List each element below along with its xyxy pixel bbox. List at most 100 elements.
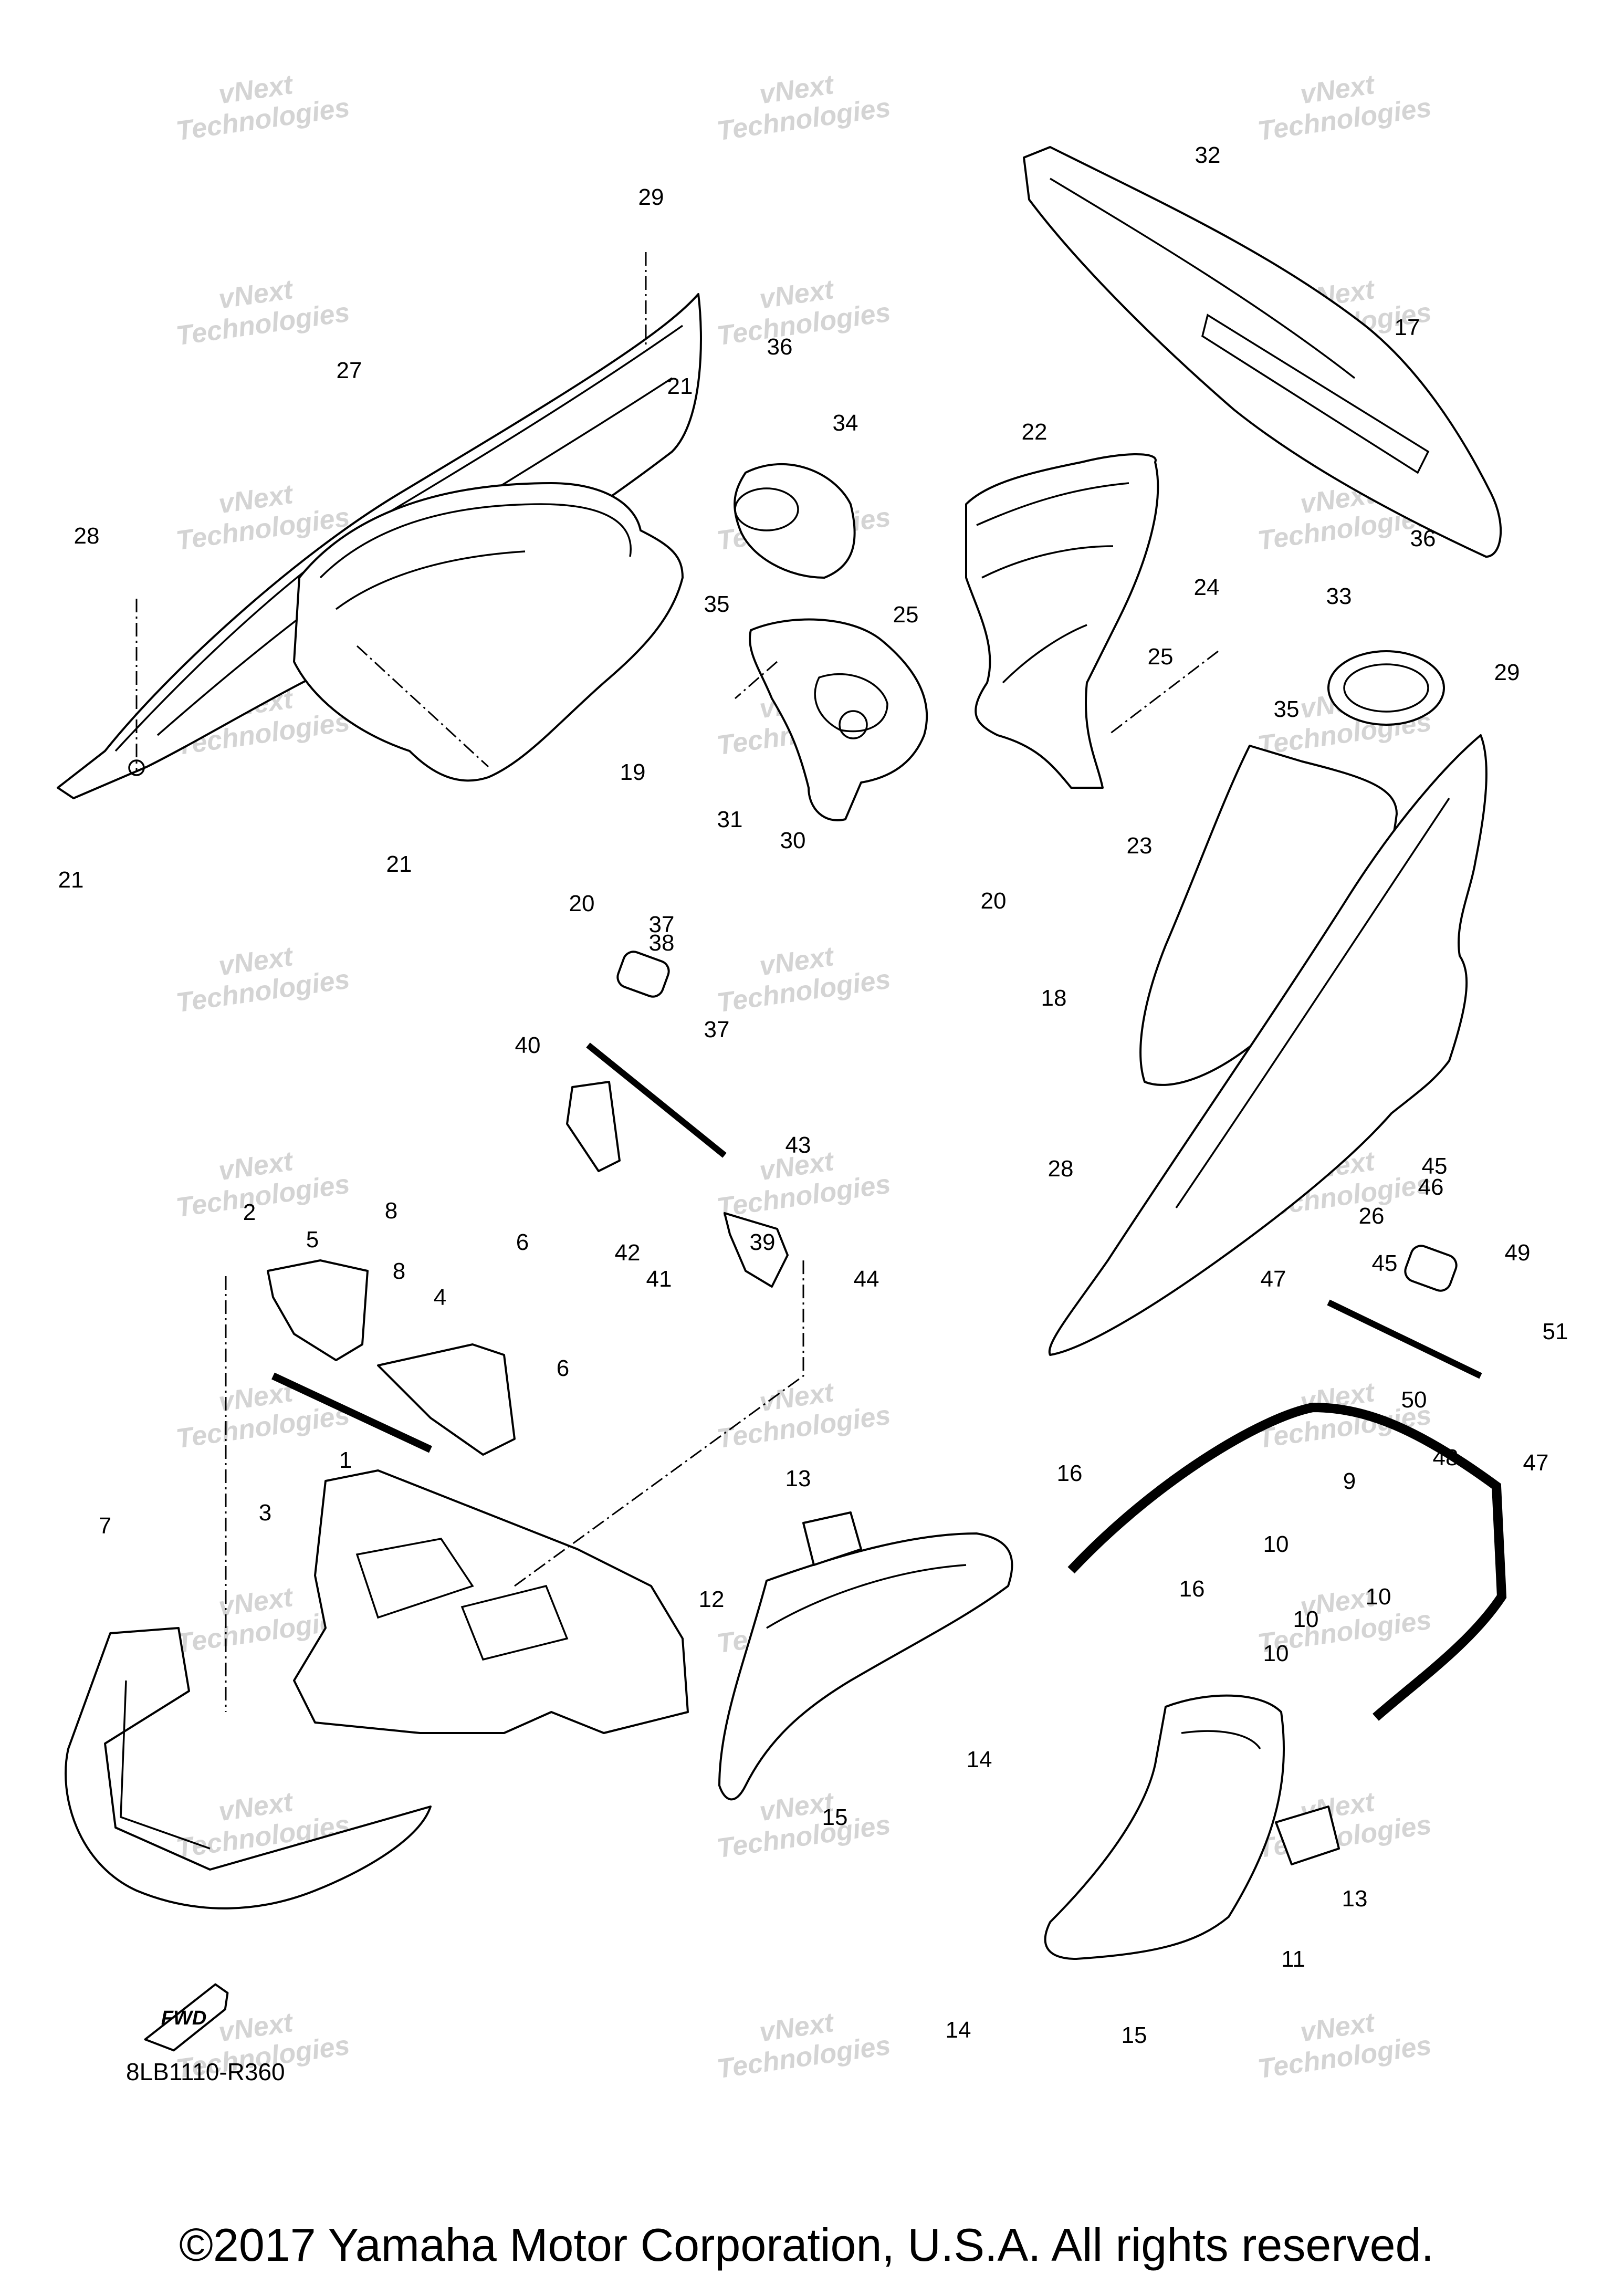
part-13-sticker: [802, 1511, 862, 1566]
callout-21: 21: [58, 867, 84, 893]
part-30-bracket: [749, 618, 928, 821]
callout-48: 48: [1433, 1445, 1459, 1470]
callout-14: 14: [967, 1747, 992, 1772]
part-34-housing: [734, 463, 856, 579]
callout-2: 2: [243, 1199, 256, 1225]
callout-44: 44: [854, 1266, 879, 1292]
callout-25: 25: [893, 602, 919, 628]
callout-16: 16: [1057, 1460, 1083, 1486]
callout-22: 22: [1022, 419, 1048, 445]
callout-27: 27: [337, 358, 362, 383]
callout-25: 25: [1148, 644, 1174, 670]
part-4-bracket: [377, 1343, 516, 1456]
callout-5: 5: [306, 1227, 319, 1253]
callout-13: 13: [1342, 1886, 1368, 1912]
callout-21: 21: [667, 373, 693, 399]
callout-31: 31: [717, 807, 743, 832]
part-11-nose-panel: [1044, 1694, 1285, 1960]
part-18-side-panel: [1139, 745, 1398, 1086]
callout-11: 11: [1281, 1946, 1305, 1972]
part-33-ring: [1327, 650, 1445, 726]
callout-41: 41: [646, 1266, 672, 1292]
part-7-bumper: [65, 1627, 432, 1909]
callout-6: 6: [557, 1355, 569, 1381]
part-1-rod: [271, 1372, 432, 1453]
callout-42: 42: [615, 1240, 641, 1266]
callout-10: 10: [1366, 1584, 1391, 1610]
dash-line: [356, 645, 489, 768]
callout-10: 10: [1263, 1531, 1289, 1557]
callout-47: 47: [1523, 1450, 1549, 1476]
callout-46: 46: [1418, 1174, 1444, 1200]
part-40-bracket: [566, 1081, 621, 1172]
part-45-rod: [1327, 1245, 1482, 1379]
part-32-upper-panel: [1023, 146, 1502, 558]
callout-16: 16: [1179, 1576, 1205, 1602]
callout-19: 19: [620, 759, 646, 785]
part-39-bracket: [724, 1212, 789, 1288]
callout-40: 40: [515, 1032, 541, 1058]
dash-line: [514, 1260, 804, 1587]
part-13-sticker: [1275, 1806, 1340, 1865]
callout-21: 21: [386, 851, 412, 877]
callout-45: 45: [1422, 1153, 1448, 1179]
callout-36: 36: [1410, 526, 1436, 551]
callout-9: 9: [1343, 1468, 1356, 1494]
part-26-side-panel: [1048, 734, 1488, 1356]
part-12-front-panel: [718, 1532, 1013, 1801]
callout-28: 28: [74, 523, 100, 549]
callout-13: 13: [785, 1466, 811, 1491]
callout-23: 23: [1127, 833, 1153, 859]
dash-line: [1107, 650, 1219, 736]
part-5-bracket: [267, 1259, 369, 1361]
callout-10: 10: [1263, 1641, 1289, 1666]
diagram-code: 8LB1110-R360: [126, 2058, 285, 2085]
callout-15: 15: [822, 1804, 848, 1830]
callout-49: 49: [1505, 1240, 1531, 1266]
callout-17: 17: [1395, 315, 1420, 340]
callout-51: 51: [1543, 1319, 1568, 1344]
callout-20: 20: [569, 891, 595, 916]
callout-8: 8: [393, 1258, 405, 1284]
callout-24: 24: [1194, 575, 1220, 600]
callout-39: 39: [750, 1229, 776, 1255]
part-9-frame-tube: [1067, 1402, 1507, 1721]
callout-36: 36: [767, 334, 793, 360]
callout-12: 12: [699, 1587, 725, 1612]
part-37-rod: [586, 951, 727, 1158]
fwd-label: FWD: [161, 2007, 207, 2029]
callout-35: 35: [1274, 696, 1300, 722]
callout-6: 6: [516, 1229, 529, 1255]
callout-29: 29: [1494, 660, 1520, 685]
callout-4: 4: [434, 1285, 446, 1310]
callout-7: 7: [99, 1513, 111, 1539]
callout-10: 10: [1293, 1606, 1319, 1632]
callout-30: 30: [780, 828, 806, 853]
callout-32: 32: [1195, 142, 1221, 168]
fwd-arrow-icon: FWD: [144, 1983, 229, 2052]
callout-3: 3: [259, 1500, 271, 1526]
dash-line: [735, 661, 778, 700]
callout-20: 20: [981, 888, 1007, 914]
callout-38: 38: [649, 930, 675, 956]
copyright-notice: ©2017 Yamaha Motor Corporation, U.S.A. A…: [179, 2219, 1434, 2271]
callout-43: 43: [785, 1132, 811, 1158]
callout-45: 45: [1372, 1250, 1398, 1276]
callout-35: 35: [704, 591, 730, 617]
callout-37: 37: [649, 912, 675, 937]
callout-37: 37: [704, 1017, 730, 1042]
callout-26: 26: [1359, 1203, 1385, 1229]
